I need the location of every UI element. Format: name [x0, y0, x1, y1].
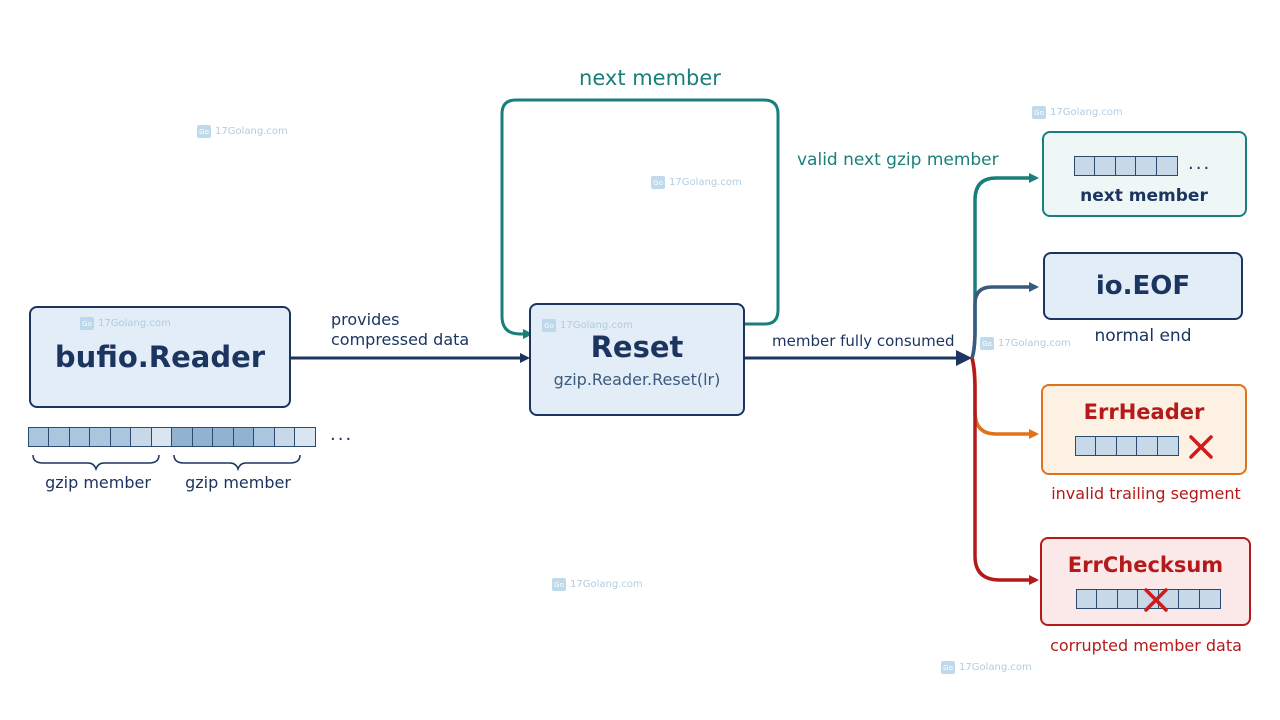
- next-member-loop-label: next member: [579, 66, 721, 90]
- cell: [1155, 156, 1178, 176]
- bufio-reader-box: bufio.Reader: [29, 306, 291, 408]
- cell: [1074, 436, 1097, 456]
- reset-title: Reset: [590, 330, 684, 364]
- cell: [1198, 589, 1221, 609]
- eof-caption: normal end: [1094, 326, 1192, 346]
- cell: [1116, 589, 1139, 609]
- brace-member1: [32, 454, 160, 472]
- error-x-icon: [1144, 588, 1168, 612]
- watermark-logo-icon: Go: [980, 337, 994, 350]
- brace-member2: [173, 454, 301, 472]
- errheader-title: ErrHeader: [1083, 400, 1205, 424]
- watermark-logo-icon: Go: [197, 125, 211, 138]
- cell: [1178, 589, 1200, 609]
- cell: [1156, 436, 1179, 456]
- stream-cell: [171, 427, 193, 447]
- watermark-logo-icon: Go: [542, 319, 556, 332]
- cell: [1135, 156, 1157, 176]
- errheader-cells: [1074, 436, 1179, 456]
- cell: [1075, 589, 1098, 609]
- branch-checksum: [970, 357, 1039, 585]
- errchecksum-title: ErrChecksum: [1067, 553, 1224, 577]
- cell: [1096, 589, 1118, 609]
- outcome-errheader-box: ErrHeader: [1041, 384, 1247, 475]
- next-member-cells: [1073, 156, 1178, 176]
- arrow-next-member-loop: [500, 98, 780, 339]
- bufio-reader-title: bufio.Reader: [54, 340, 266, 374]
- stream-cell: [68, 427, 91, 447]
- next-member-ellipsis: ...: [1188, 153, 1212, 174]
- stream-cell: [232, 427, 255, 447]
- provides-label-line2: compressed data: [331, 330, 470, 349]
- watermark-logo-icon: Go: [80, 317, 94, 330]
- cell: [1136, 436, 1158, 456]
- reset-box: Reset gzip.Reader.Reset(lr): [529, 303, 745, 416]
- stream-cell: [294, 427, 316, 447]
- stream-cell: [109, 427, 132, 447]
- valid-next-member-label: valid next gzip member: [797, 150, 999, 170]
- branch-eof: [970, 282, 1039, 359]
- stream-cell: [89, 427, 111, 447]
- watermark-logo-icon: Go: [941, 661, 955, 674]
- next-member-title: next member: [1080, 186, 1208, 206]
- stream-cell: [27, 427, 50, 447]
- stream-cell: [273, 427, 296, 447]
- error-x-icon: [1189, 435, 1213, 459]
- watermark-logo-icon: Go: [651, 176, 665, 189]
- cell: [1073, 156, 1096, 176]
- cell: [1115, 436, 1138, 456]
- stream-cell: [212, 427, 234, 447]
- eof-title: io.EOF: [1095, 271, 1191, 301]
- provides-label-line1: provides: [331, 310, 400, 329]
- watermark-logo-icon: Go: [1032, 106, 1046, 119]
- gzip-member-label-1: gzip member: [45, 473, 151, 492]
- stream-cell: [150, 427, 173, 447]
- stream-cell: [253, 427, 275, 447]
- gzip-member-label-2: gzip member: [185, 473, 291, 492]
- stream-cell: [130, 427, 152, 447]
- errheader-caption: invalid trailing segment: [1051, 484, 1241, 503]
- branch-next: [970, 173, 1039, 359]
- outcome-errchecksum-box: ErrChecksum: [1040, 537, 1251, 626]
- outcome-next-member-box: ... next member: [1042, 131, 1247, 217]
- errchecksum-caption: corrupted member data: [1050, 636, 1242, 655]
- stream-ellipsis: ...: [330, 424, 354, 445]
- cell: [1114, 156, 1137, 176]
- cell: [1094, 156, 1116, 176]
- watermark-logo-icon: Go: [552, 578, 566, 591]
- byte-stream: [27, 427, 316, 447]
- member-consumed-label: member fully consumed: [772, 332, 955, 350]
- branch-header: [970, 357, 1039, 439]
- reset-subtitle: gzip.Reader.Reset(lr): [553, 370, 721, 389]
- hub-arrowhead: [956, 350, 972, 366]
- stream-cell: [48, 427, 70, 447]
- outcome-eof-box: io.EOF: [1043, 252, 1243, 320]
- stream-cell: [191, 427, 214, 447]
- cell: [1095, 436, 1117, 456]
